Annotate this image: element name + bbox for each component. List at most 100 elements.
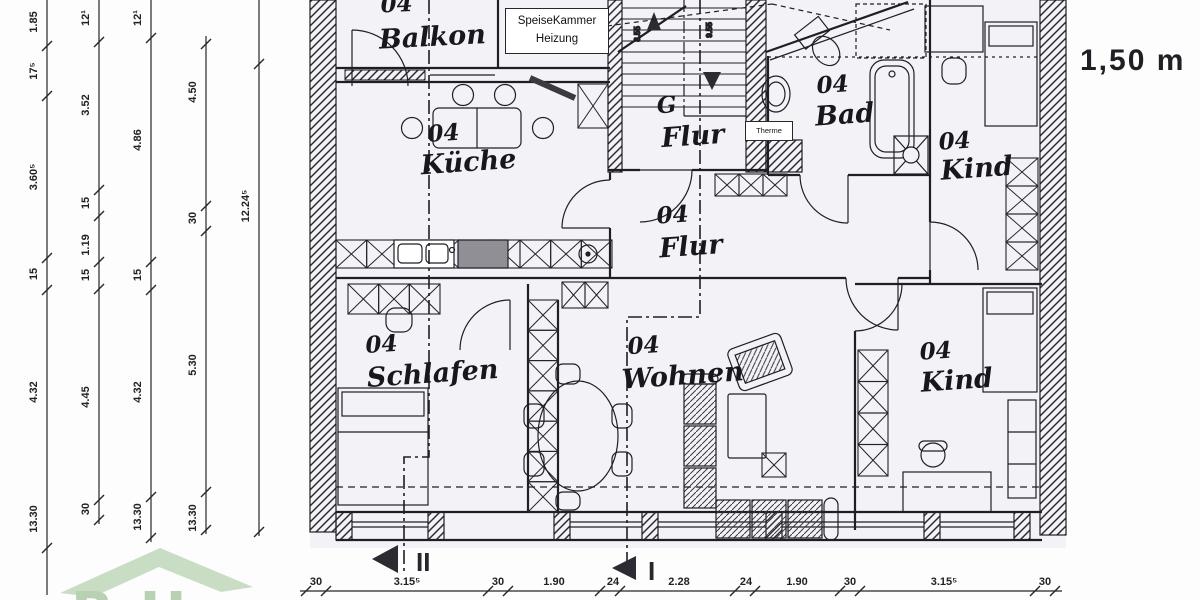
svg-text:04: 04 xyxy=(380,0,413,19)
stair-flight-left-label: 8.55 xyxy=(633,26,642,42)
svg-text:04: 04 xyxy=(656,200,690,229)
dimension-tick xyxy=(145,284,157,296)
cabinet-cell xyxy=(408,283,441,315)
bed xyxy=(984,21,1038,127)
dimension-label: 15 xyxy=(132,269,144,281)
cabinet-cell-x xyxy=(1005,241,1039,271)
stove xyxy=(457,239,509,269)
washing-machine xyxy=(893,135,929,175)
dimension-chains: 1.8517⁵3.60⁵154.3213.3012¹3.52151.19154.… xyxy=(28,0,1062,597)
kidroom-bottom-furniture xyxy=(902,287,1038,513)
outer-walls xyxy=(309,0,1067,536)
dimension-tick xyxy=(145,256,157,268)
dimension-tick xyxy=(200,225,212,237)
dimension-label: 12¹ xyxy=(132,10,144,26)
dimension-tick xyxy=(594,585,606,597)
stair-flight-right-label: 9.55 xyxy=(705,22,714,38)
dimension-tick xyxy=(93,514,105,526)
dimension-tick xyxy=(834,585,846,597)
cabinet-cell xyxy=(584,281,609,309)
dimension-tick xyxy=(93,283,105,295)
cabinet-cell-x xyxy=(857,349,889,382)
svg-text:Balkon: Balkon xyxy=(377,19,486,56)
svg-text:Küche: Küche xyxy=(419,144,518,182)
cabinet-cell-x xyxy=(761,452,787,478)
inner-walls xyxy=(336,0,1042,530)
dimension-tick xyxy=(145,32,157,44)
stair-down-arrow xyxy=(703,72,721,90)
cabinet-cell-x xyxy=(561,281,586,309)
dimension-tick xyxy=(253,526,265,538)
stair-up-arrow xyxy=(647,12,661,30)
cabinet-cell xyxy=(762,173,788,197)
stool xyxy=(385,307,413,333)
dimension-tick xyxy=(854,585,866,597)
dimension-label: 3.15⁵ xyxy=(394,576,421,588)
coffee-table xyxy=(727,393,767,459)
dimension-tick xyxy=(200,524,212,536)
shelf xyxy=(1007,399,1037,499)
dimension-label: 3.52 xyxy=(80,94,92,115)
cabinet-cell-x xyxy=(584,281,609,309)
svg-text:04: 04 xyxy=(365,330,399,359)
room-label-balkon: 04 Balkon xyxy=(377,0,486,56)
logo-roof-icon xyxy=(60,548,253,597)
dimension-tick xyxy=(1049,585,1061,597)
scale-note: 1,50 m xyxy=(1080,44,1186,77)
boiler-label-box: Therme xyxy=(745,121,793,141)
dimension-tick xyxy=(749,585,761,597)
cabinet-cell-x xyxy=(378,283,410,315)
kidroom-top-furniture xyxy=(924,5,1038,127)
cabinet-cell-x xyxy=(857,412,889,445)
dimension-label: 1.90 xyxy=(786,576,807,588)
dimension-label: 13.30 xyxy=(187,504,199,532)
svg-text:04: 04 xyxy=(938,127,972,156)
cabinet-cell-x xyxy=(527,390,559,422)
dimension-tick xyxy=(300,585,312,597)
dimension-tick xyxy=(729,585,741,597)
cabinet-cell-x xyxy=(408,283,441,315)
dimension-label: 4.32 xyxy=(28,381,40,402)
bed xyxy=(982,287,1038,393)
dimension-tick xyxy=(93,210,105,222)
company-logo: BH xyxy=(55,545,270,600)
section-ii-label: II xyxy=(416,547,430,577)
dimension-label: 30 xyxy=(187,212,199,224)
cabinet-cell-x xyxy=(857,444,889,477)
svg-text:04: 04 xyxy=(919,337,953,366)
section-lines xyxy=(403,0,701,572)
svg-text:Flur: Flur xyxy=(657,229,725,265)
cabinet-cell-x xyxy=(366,239,398,269)
dimension-label: 30 xyxy=(1039,576,1051,588)
dimension-tick xyxy=(41,252,53,264)
cabinet-cell-x xyxy=(519,239,552,269)
room-label-kind-top: 04 Kind xyxy=(938,127,1014,187)
dimension-label: 3.60⁵ xyxy=(28,164,40,191)
dimension-tick xyxy=(482,585,494,597)
dining-table xyxy=(537,380,619,492)
dimension-label: 30 xyxy=(492,576,504,588)
wash-basin xyxy=(761,75,791,113)
cabinet-cell-x xyxy=(1005,213,1039,243)
cabinet-cell-x xyxy=(527,299,559,331)
dimension-tick xyxy=(614,585,626,597)
svg-text:Kind: Kind xyxy=(919,363,994,399)
dimension-label: 1.90 xyxy=(543,576,564,588)
dimension-tick xyxy=(93,36,105,48)
dimension-label: 13.30 xyxy=(28,505,40,533)
dimension-label: 4.86 xyxy=(132,129,144,150)
cabinet-cell-x xyxy=(1005,185,1039,215)
dimension-label: 3.15⁵ xyxy=(931,576,958,588)
dimension-label: 30 xyxy=(80,503,92,515)
dimension-label: 15 xyxy=(80,197,92,209)
dimension-tick xyxy=(41,90,53,102)
section-marker-ii: II xyxy=(372,545,430,577)
dimension-label: 2.28 xyxy=(668,576,689,588)
desk xyxy=(902,471,992,513)
dimension-label: 13.30 xyxy=(132,503,144,531)
cabinet-cell-x xyxy=(527,420,559,452)
dimension-label: 30 xyxy=(844,576,856,588)
bedroom-furniture xyxy=(337,307,429,506)
